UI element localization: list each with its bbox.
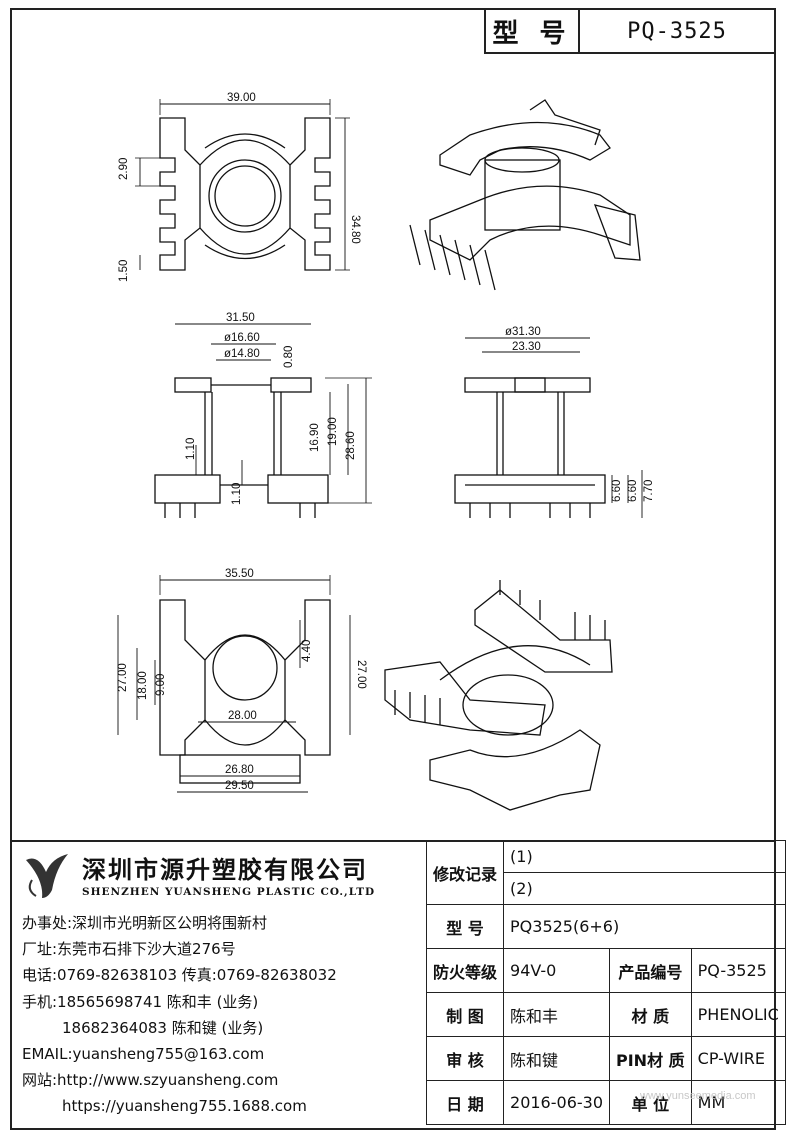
dim-width-top: 39.00	[227, 92, 256, 104]
dim-base-w2: 29.50	[225, 780, 254, 792]
spec-table: 修改记录 (1) (2) 型 号 PQ3525(6+6) 防火等级 94V-0 …	[425, 840, 786, 1125]
product-no-value: PQ-3525	[690, 948, 786, 993]
drawn-label: 制 图	[425, 992, 505, 1037]
type-label: 型 号	[425, 904, 505, 949]
dim-h18: 18.00	[137, 671, 149, 700]
company-logo-icon	[26, 854, 68, 898]
drawing-frame	[10, 8, 776, 1130]
product-no-label: 产品编号	[609, 948, 692, 993]
unit-label: 单 位	[609, 1080, 692, 1125]
revision-label: 修改记录	[425, 840, 505, 905]
company-header: 深圳市源升塑胶有限公司 SHENZHEN YUANSHENG PLASTIC C…	[10, 840, 426, 908]
dim-width-bottom: 35.50	[225, 568, 254, 580]
dim-right-h: 27.00	[355, 660, 367, 689]
dim-h9: 9.00	[155, 674, 167, 696]
dim-pitch: 2.90	[118, 158, 130, 180]
model-value: PQ-3525	[627, 18, 727, 44]
dim-inner-w: 23.30	[512, 341, 541, 353]
dim-pin-width: 1.50	[118, 260, 130, 282]
website[interactable]: 网站:http://www.szyuansheng.com	[22, 1071, 279, 1090]
factory-address: 厂址:东莞市石排下沙大道276号	[22, 940, 236, 959]
watermark: www.yunseemedia.com	[640, 1090, 756, 1102]
phone-fax: 电话:0769-82638103 传真:0769-82638032	[22, 966, 337, 985]
type-value: PQ3525(6+6)	[503, 904, 786, 949]
drawn-value: 陈和丰	[503, 992, 610, 1037]
dim-d-outer: ø16.60	[224, 332, 260, 344]
dim-pin-gap: 4.40	[301, 640, 313, 662]
office-address: 办事处:深圳市光明新区公明将围新村	[22, 914, 268, 932]
fire-label: 防火等级	[425, 948, 505, 993]
check-label: 审 核	[425, 1036, 505, 1081]
iso-view-bottom	[384, 580, 613, 811]
dim-total-h: 28.60	[345, 431, 357, 460]
mobile-1: 手机:18565698741 陈和丰 (业务)	[22, 992, 259, 1011]
dim-flange: 0.80	[283, 346, 295, 368]
fire-value: 94V-0	[503, 948, 610, 993]
info-panel	[10, 840, 776, 1130]
dim-d-flange: ø31.30	[505, 326, 541, 338]
dim-center-w: 28.00	[228, 710, 257, 722]
unit-value: MM	[690, 1080, 786, 1125]
dim-pin-a: 1.10	[185, 438, 197, 460]
shop-link[interactable]: https://yuansheng755.1688.com	[62, 1097, 307, 1116]
dim-pin-b: 1.10	[231, 483, 243, 505]
revision-1: (1)	[503, 840, 786, 873]
revision-2: (2)	[503, 872, 786, 905]
dim-width-side: 31.50	[226, 312, 255, 324]
bottom-view	[117, 575, 351, 793]
material-value: PHENOLIC	[690, 992, 786, 1037]
top-view	[135, 99, 350, 271]
dim-winding-h: 16.90	[309, 423, 321, 452]
company-name-cn: 深圳市源升塑胶有限公司	[82, 856, 368, 884]
dim-height-top: 34.80	[349, 215, 361, 244]
side-view-right	[454, 337, 643, 518]
model-title-box: 型 号 PQ-3525	[484, 8, 776, 54]
technical-drawing: 39.00 34.80 2.90 1.50 31.50 ø16.60 ø14.8…	[117, 92, 655, 811]
dim-inner-h: 19.00	[327, 417, 339, 446]
material-label: 材 质	[609, 992, 692, 1037]
dim-d-inner: ø14.80	[224, 348, 260, 360]
dim-h2: 6.60	[627, 480, 639, 502]
check-value: 陈和键	[503, 1036, 610, 1081]
model-label: 型 号	[486, 10, 580, 52]
side-view-left	[154, 323, 372, 518]
dim-base-w1: 26.80	[225, 764, 254, 776]
date-value: 2016-06-30	[503, 1080, 610, 1125]
mobile-2: 18682364083 陈和键 (业务)	[62, 1018, 264, 1037]
contact-block: 办事处:深圳市光明新区公明将围新村 厂址:东莞市石排下沙大道276号 电话:07…	[22, 910, 426, 1120]
company-name-en: SHENZHEN YUANSHENG PLASTIC CO.,LTD	[82, 886, 376, 898]
dim-h1: 6.60	[611, 480, 623, 502]
iso-view-top	[409, 99, 641, 291]
date-label: 日 期	[425, 1080, 505, 1125]
email[interactable]: EMAIL:yuansheng755@163.com	[22, 1045, 265, 1064]
dim-left-h: 27.00	[117, 663, 129, 692]
pin-material-value: CP-WIRE	[690, 1036, 786, 1081]
pin-material-label: PIN材 质	[609, 1036, 692, 1081]
dim-h3: 7.70	[643, 480, 655, 502]
